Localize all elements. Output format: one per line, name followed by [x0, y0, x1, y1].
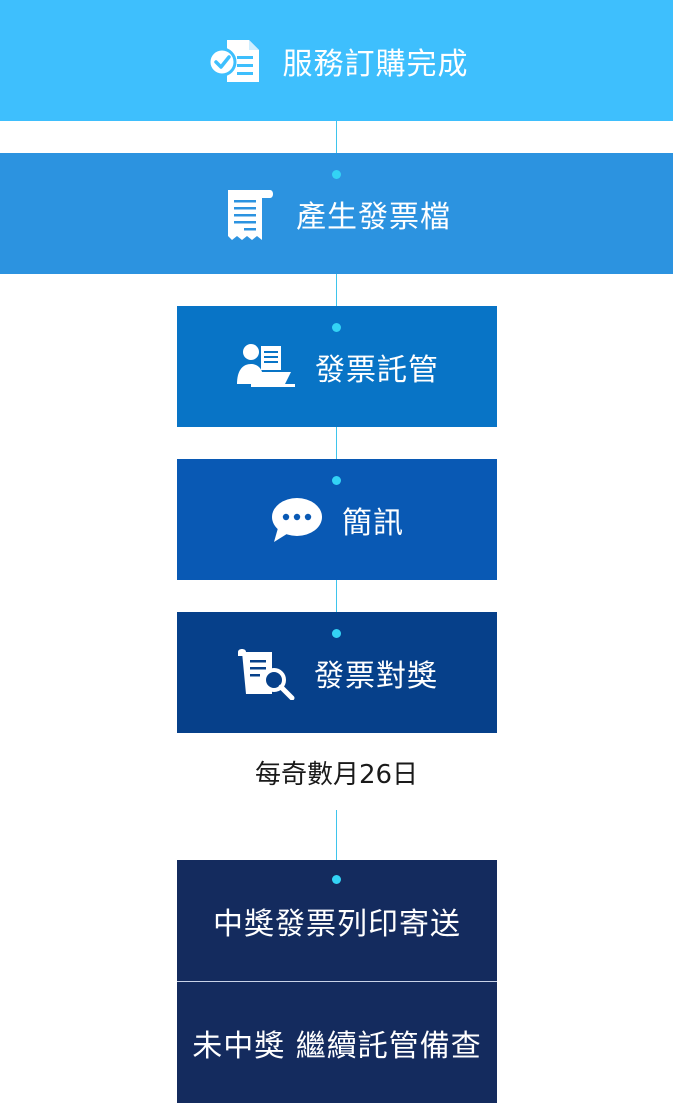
document-search-icon [236, 646, 296, 700]
step-order-complete: 服務訂購完成 [0, 0, 673, 121]
schedule-note: 每奇數月26日 [254, 760, 419, 790]
connector-dot-1 [332, 170, 341, 179]
connector-line-2 [336, 258, 337, 328]
step-label: 中獎發票列印寄送 [213, 906, 461, 942]
step-not-winning-kept: 未中獎 繼續託管備查 [177, 982, 497, 1103]
person-computer-icon [235, 342, 297, 392]
step-sms: 簡訊 [177, 459, 497, 580]
connector-dot-5 [332, 875, 341, 884]
step-label: 服務訂購完成 [282, 46, 469, 82]
step-label: 發票對獎 [314, 658, 438, 694]
step-label: 未中獎 繼續託管備查 [192, 1028, 482, 1064]
step-generate-invoice: 產生發票檔 [0, 153, 673, 274]
connector-line-1 [336, 121, 337, 174]
step-label: 簡訊 [342, 505, 404, 541]
step-label: 產生發票檔 [296, 199, 451, 235]
connector-dot-3 [332, 476, 341, 485]
receipt-icon [222, 184, 278, 244]
connector-dot-4 [332, 629, 341, 638]
step-label: 發票託管 [315, 352, 439, 388]
chat-bubble-icon [270, 496, 324, 544]
connector-line-5 [336, 810, 337, 880]
connector-line-3 [336, 411, 337, 481]
document-check-icon [205, 36, 265, 86]
connector-line-4 [336, 564, 337, 634]
divider [177, 981, 497, 982]
connector-dot-2 [332, 323, 341, 332]
